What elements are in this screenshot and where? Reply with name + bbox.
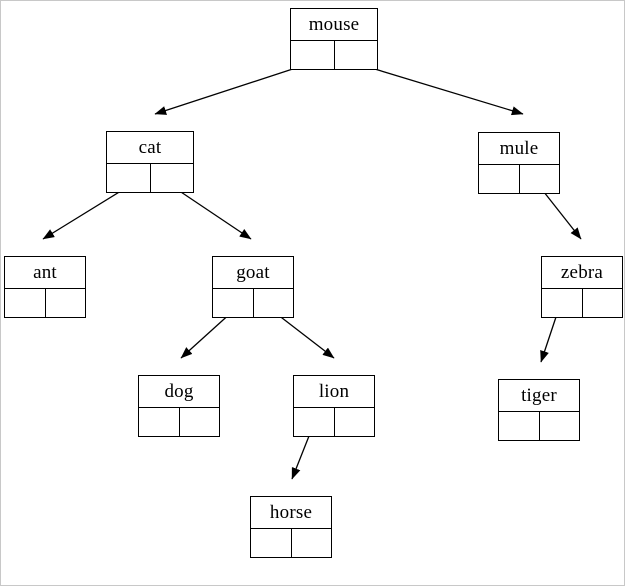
node-right-pointer-ant[interactable]: [45, 288, 85, 317]
node-pointers-zebra: [542, 287, 622, 317]
tree-edge-zebra-tiger: [540, 310, 559, 363]
node-pointers-dog: [139, 406, 219, 436]
tree-node-mule[interactable]: mule: [478, 132, 560, 194]
node-label-tiger: tiger: [521, 384, 557, 406]
node-left-pointer-ant[interactable]: [5, 288, 46, 317]
node-right-pointer-mule[interactable]: [519, 164, 559, 193]
tree-node-mouse[interactable]: mouse: [290, 8, 378, 70]
tree-edge-goat-dog: [180, 310, 234, 359]
node-pointers-ant: [5, 287, 85, 317]
node-label-dog: dog: [164, 380, 194, 402]
node-right-pointer-dog[interactable]: [179, 407, 219, 436]
tree-node-goat[interactable]: goat: [212, 256, 294, 318]
node-label-goat: goat: [236, 261, 270, 283]
tree-node-ant[interactable]: ant: [4, 256, 86, 318]
node-left-pointer-goat[interactable]: [213, 288, 254, 317]
tree-edge-lion-horse: [291, 430, 312, 480]
node-pointers-mouse: [291, 39, 377, 69]
node-right-pointer-horse[interactable]: [291, 528, 331, 557]
node-right-pointer-tiger[interactable]: [539, 411, 579, 440]
tree-node-zebra[interactable]: zebra: [541, 256, 623, 318]
node-pointers-mule: [479, 163, 559, 193]
node-label-mouse: mouse: [308, 13, 360, 35]
node-pointers-cat: [107, 162, 193, 192]
tree-edge-cat-goat: [171, 185, 252, 240]
tree-node-horse[interactable]: horse: [250, 496, 332, 558]
tree-edge-mouse-cat: [154, 62, 312, 115]
node-label-ant: ant: [33, 261, 57, 283]
node-right-pointer-lion[interactable]: [334, 407, 374, 436]
node-label-cat: cat: [138, 136, 162, 158]
tree-node-dog[interactable]: dog: [138, 375, 220, 437]
tree-edge-cat-ant: [42, 185, 130, 240]
tree-node-cat[interactable]: cat: [106, 131, 194, 193]
node-left-pointer-tiger[interactable]: [499, 411, 540, 440]
node-left-pointer-mouse[interactable]: [291, 40, 335, 69]
node-left-pointer-dog[interactable]: [139, 407, 180, 436]
node-label-horse: horse: [269, 501, 313, 523]
node-left-pointer-cat[interactable]: [107, 163, 151, 192]
node-pointers-goat: [213, 287, 293, 317]
node-left-pointer-lion[interactable]: [294, 407, 335, 436]
node-right-pointer-goat[interactable]: [253, 288, 293, 317]
tree-edge-goat-lion: [272, 310, 335, 359]
node-right-pointer-mouse[interactable]: [334, 40, 377, 69]
node-left-pointer-zebra[interactable]: [542, 288, 583, 317]
node-left-pointer-horse[interactable]: [251, 528, 292, 557]
node-label-zebra: zebra: [560, 261, 604, 283]
tree-edge-mouse-mule: [354, 62, 524, 116]
tree-edge-mule-zebra: [539, 186, 582, 240]
node-pointers-horse: [251, 527, 331, 557]
node-left-pointer-mule[interactable]: [479, 164, 520, 193]
tree-node-tiger[interactable]: tiger: [498, 379, 580, 441]
node-pointers-lion: [294, 406, 374, 436]
node-label-lion: lion: [318, 380, 350, 402]
node-label-mule: mule: [499, 137, 539, 159]
node-pointers-tiger: [499, 410, 579, 440]
tree-node-lion[interactable]: lion: [293, 375, 375, 437]
node-right-pointer-cat[interactable]: [150, 163, 193, 192]
node-right-pointer-zebra[interactable]: [582, 288, 622, 317]
